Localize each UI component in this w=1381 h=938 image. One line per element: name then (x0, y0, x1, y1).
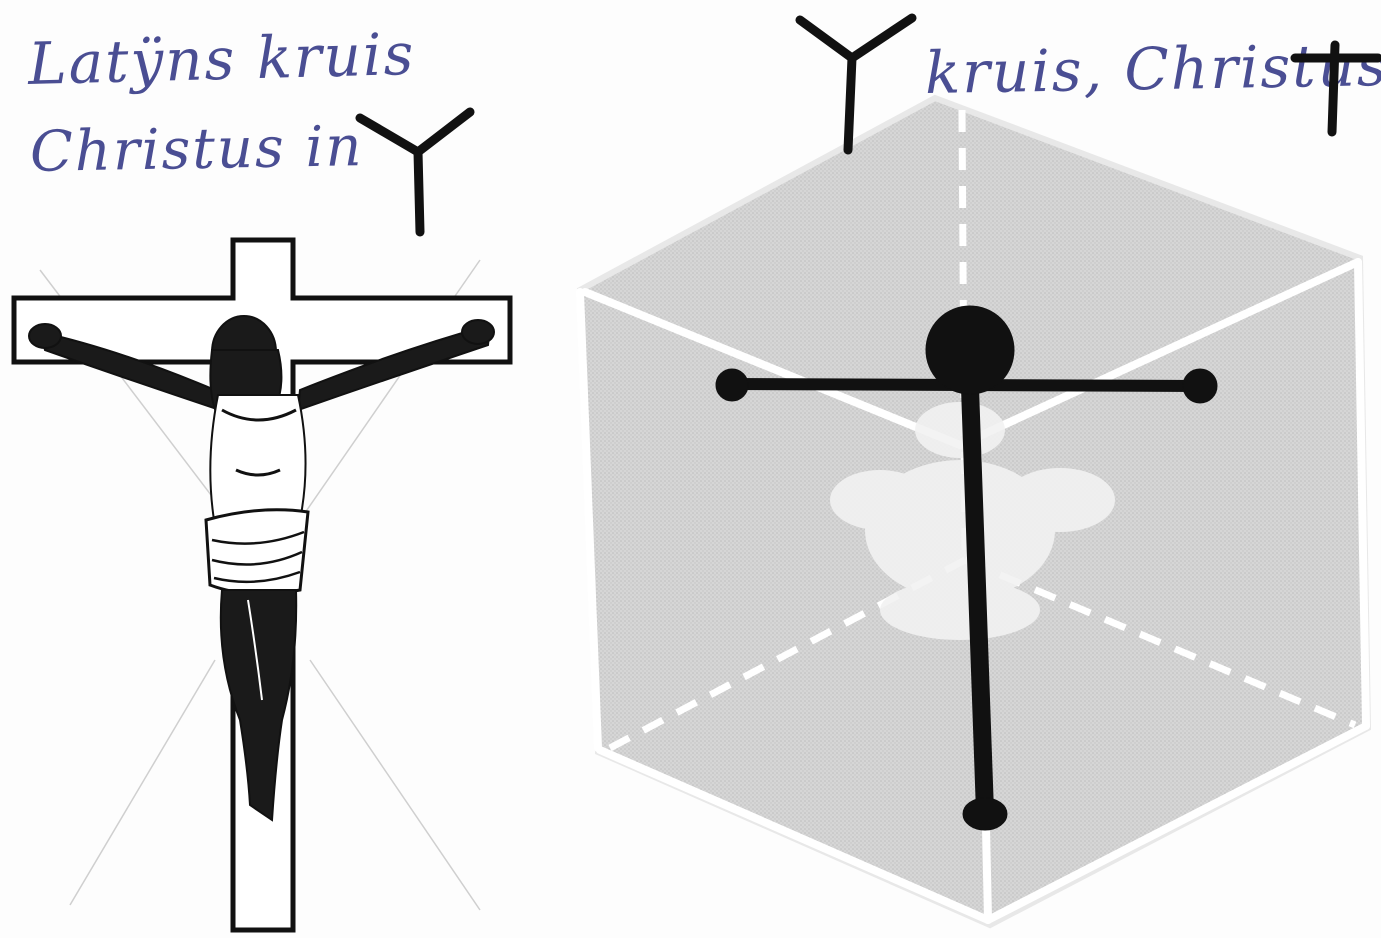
latin-cross-symbol-icon (1295, 45, 1378, 132)
y-symbol-icon (360, 112, 470, 232)
christ-figure-icon (29, 316, 494, 820)
